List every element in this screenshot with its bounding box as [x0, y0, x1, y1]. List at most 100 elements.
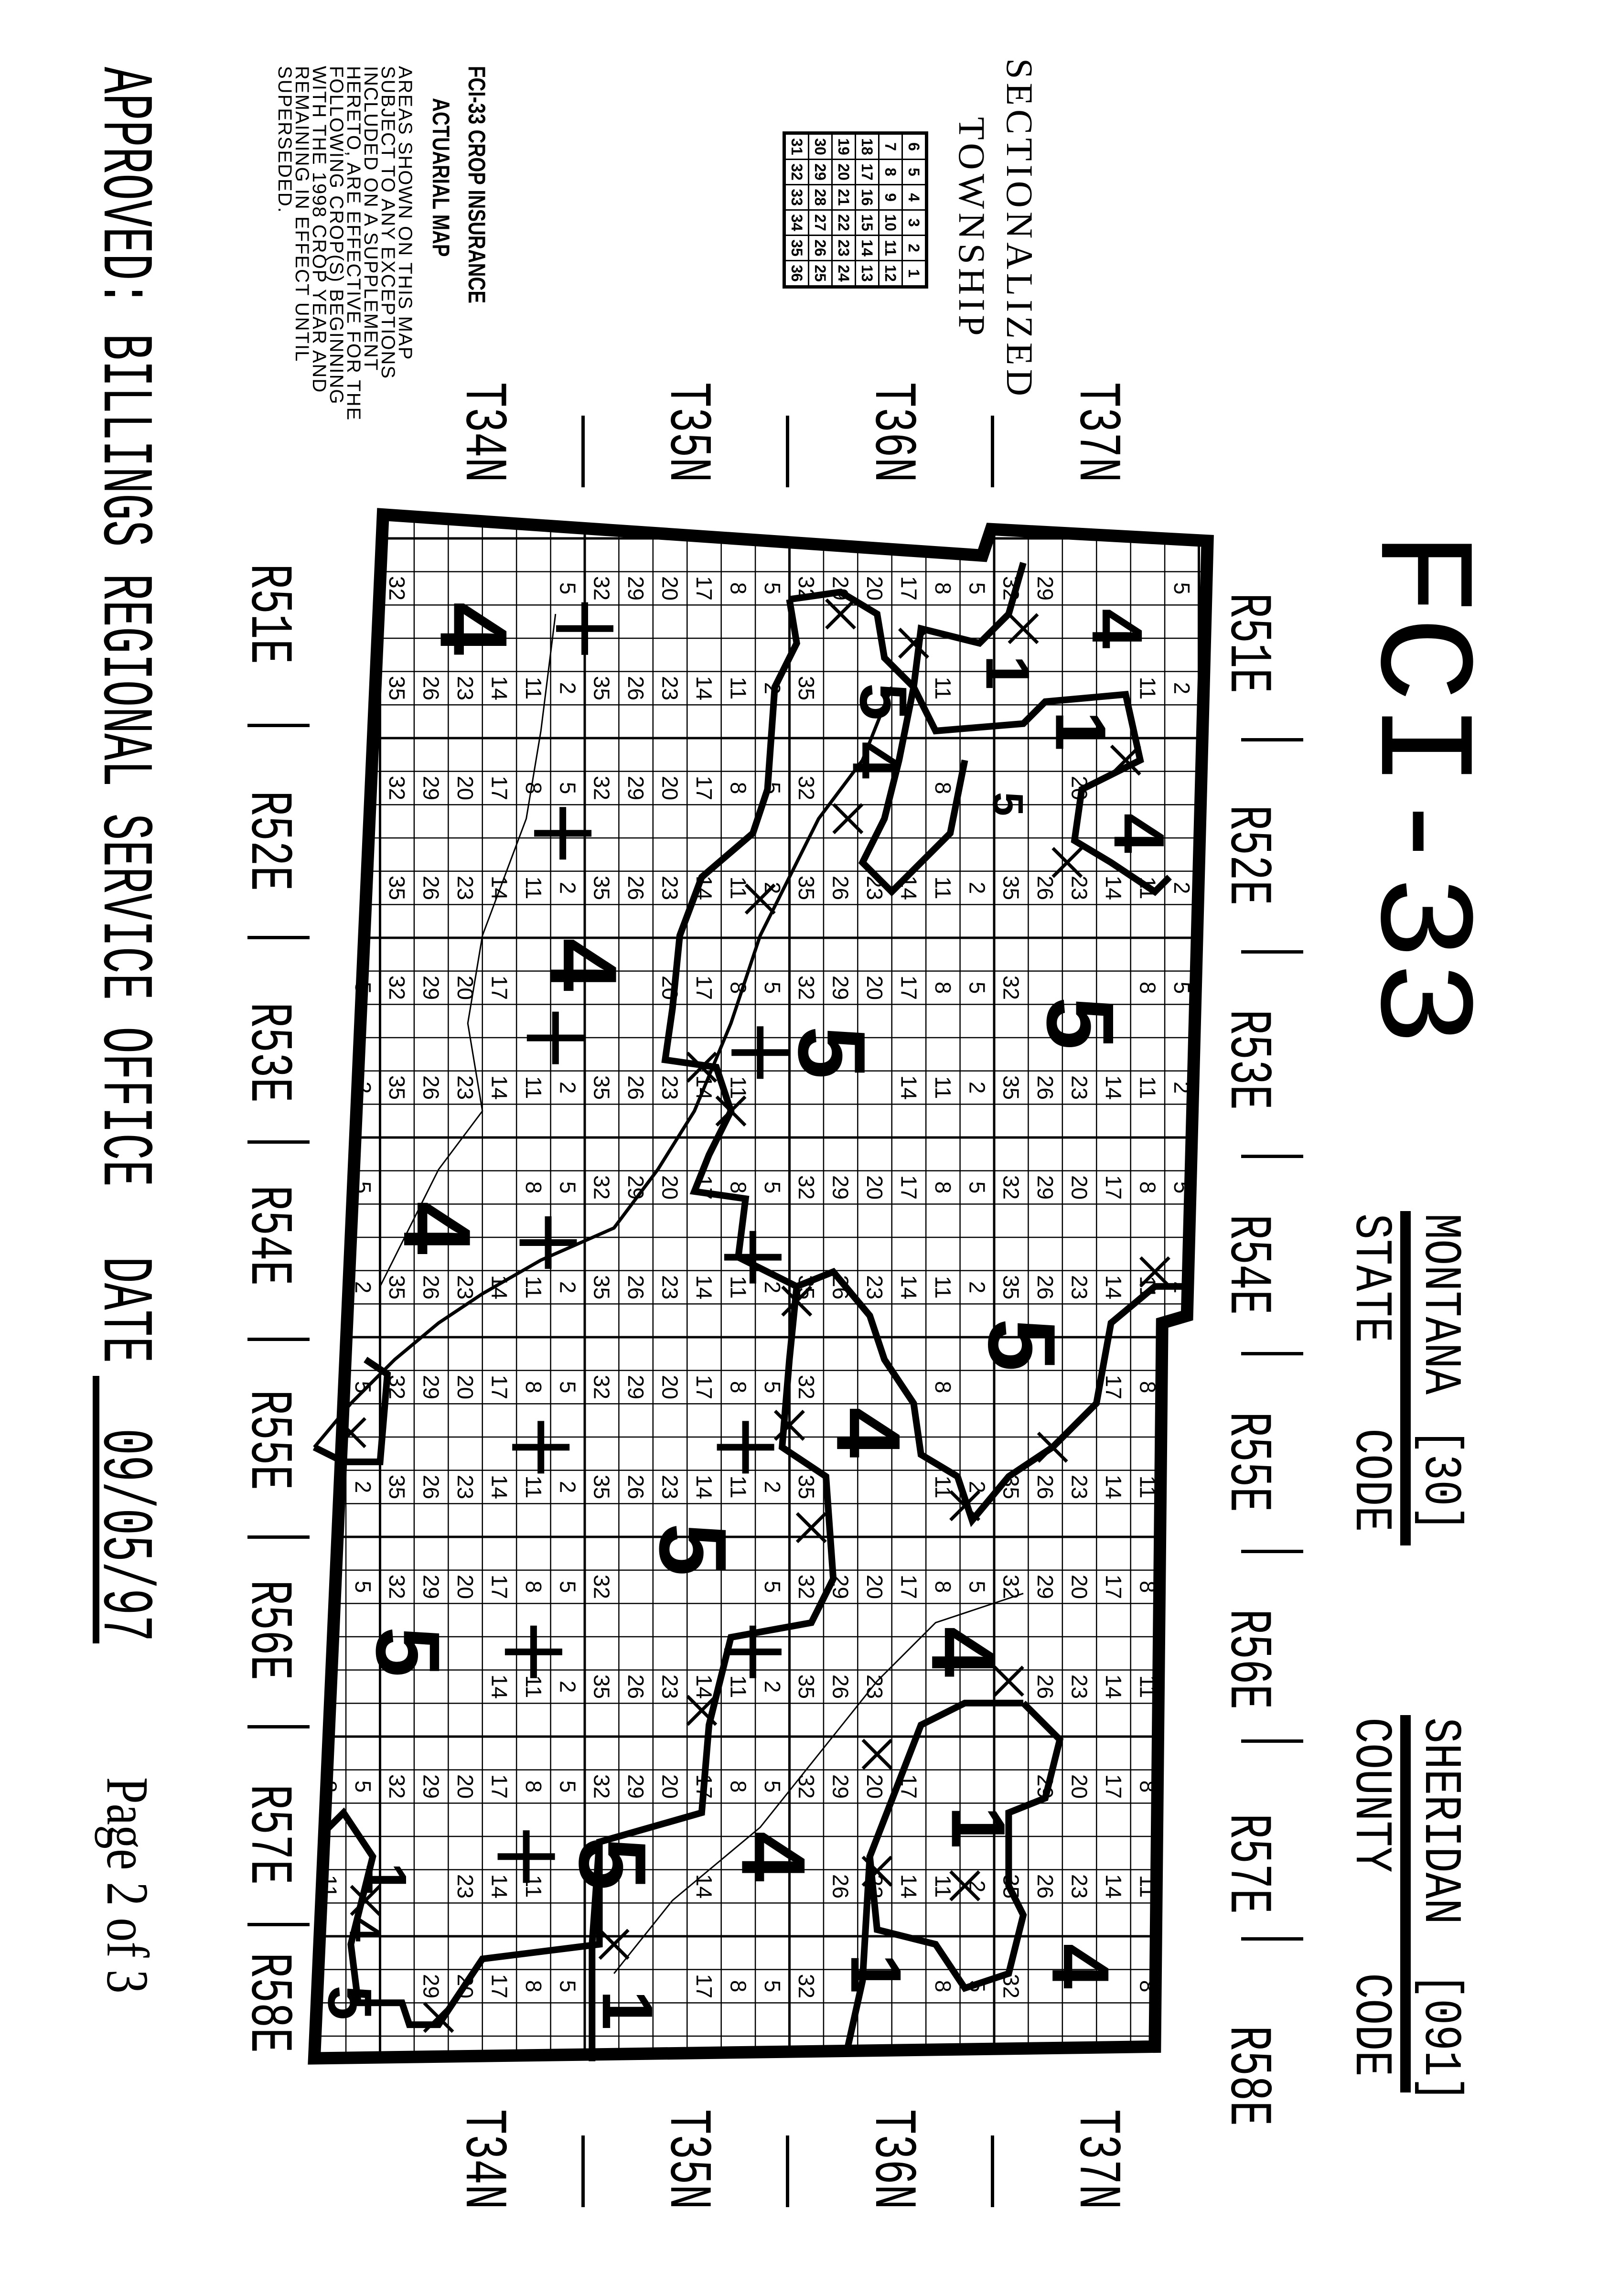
state-code-label: CODE [1341, 1428, 1400, 1532]
section-number: 26 [1033, 876, 1058, 900]
rating-zone-label: 4 [420, 602, 527, 655]
boundary-x-marker [861, 1738, 893, 1770]
section-number: 2 [760, 1681, 785, 1693]
section-number: 29 [419, 1575, 444, 1599]
range-label-top: R57E [1213, 1813, 1281, 1914]
section-number: 2 [965, 1082, 989, 1094]
section-number: 35 [999, 876, 1024, 900]
legend-section-cell: 14 [855, 235, 879, 261]
legend-section-cell: 15 [855, 210, 879, 236]
section-number: 32 [999, 976, 1024, 1000]
notes-line: SUPERSEDED. [274, 66, 295, 214]
section-number: 32 [590, 1175, 614, 1200]
section-number: 32 [590, 1774, 614, 1799]
section-number: 29 [419, 1974, 444, 1998]
rating-zone-label: 5 [315, 1985, 385, 2020]
section-number: 26 [1033, 1475, 1058, 1499]
range-label-bottom: R53E [234, 1002, 302, 1103]
section-number: 26 [623, 1475, 648, 1499]
township-label-left: T35N [653, 382, 721, 483]
section-number: 5 [351, 1581, 375, 1593]
section-number: 11 [931, 1875, 955, 1898]
rating-zone-boundary [844, 1856, 873, 2048]
section-number: 8 [521, 1581, 546, 1593]
section-number: 23 [1067, 876, 1092, 900]
section-number: 8 [931, 582, 955, 595]
boundary-tick [247, 724, 310, 727]
township-label-right: T34N [449, 2109, 516, 2210]
section-number: 8 [726, 1980, 751, 1993]
section-number: 17 [896, 1175, 921, 1200]
section-number: 17 [1101, 1375, 1126, 1399]
boundary-x-marker [686, 1695, 718, 1726]
legend-section-cell: 7 [879, 133, 902, 160]
section-number: 5 [965, 982, 989, 994]
section-number: 20 [862, 1575, 887, 1599]
section-number: 20 [658, 1774, 683, 1799]
section-number: 5 [965, 1181, 989, 1194]
township-center-cross [724, 1625, 782, 1678]
township-center-cross [556, 602, 613, 655]
section-number: 35 [590, 1674, 614, 1699]
legend-section-cell: 10 [879, 210, 902, 236]
section-number: 35 [794, 876, 819, 900]
rating-zone-label: 1 [588, 1990, 668, 2030]
notes-line: FOLLOWING CROP(S) BEGINNING [326, 66, 347, 405]
rating-zone-label: 5 [559, 1837, 665, 1890]
river [313, 686, 893, 1448]
section-number: 29 [828, 1175, 853, 1200]
section-number: 17 [692, 776, 717, 800]
boundary-x-marker [686, 1051, 718, 1083]
rating-zone-label: 1 [836, 1953, 916, 1993]
township-center-cross [526, 1011, 584, 1064]
section-number: 11 [521, 677, 546, 700]
section-number: 2 [351, 1481, 375, 1493]
section-number: 32 [590, 1575, 614, 1599]
section-number: 32 [590, 1375, 614, 1399]
section-number: 17 [692, 1974, 717, 1998]
boundary-x-marker [795, 1512, 827, 1544]
section-number: 32 [794, 976, 819, 1000]
section-number: 26 [419, 1075, 444, 1100]
legend-section-cell: 5 [902, 159, 927, 185]
section-number: 2 [1169, 682, 1194, 695]
legend-section-cell: 21 [832, 184, 856, 210]
section-number: 5 [1169, 582, 1194, 595]
section-number: 11 [726, 1076, 751, 1099]
range-label-bottom: R57E [234, 1784, 302, 1885]
legend-subheading: TOWNSHIP [951, 117, 993, 340]
township-label-right: T35N [653, 2109, 721, 2210]
notes-line: INCLUDED ON A SUPPLEMENT [360, 66, 381, 372]
section-number: 23 [453, 876, 478, 900]
section-number: 14 [487, 676, 512, 700]
legend-section-cell: 32 [784, 159, 809, 185]
section-number: 32 [385, 1774, 409, 1799]
legend-section-cell: 13 [855, 260, 879, 287]
section-number: 5 [760, 1181, 785, 1194]
boundary-x-marker [1110, 744, 1141, 776]
section-number: 26 [623, 1674, 648, 1699]
section-number: 32 [385, 776, 409, 800]
boundary-x-marker [781, 1285, 813, 1317]
legend-section-cell: 9 [879, 184, 902, 210]
section-number: 17 [896, 1575, 921, 1599]
section-number: 32 [794, 776, 819, 800]
section-number: 29 [623, 1375, 648, 1399]
section-number: 8 [931, 1381, 955, 1394]
section-number: 17 [487, 776, 512, 800]
section-number: 35 [590, 1475, 614, 1499]
boundary-x-marker [773, 1410, 805, 1441]
section-number: 8 [931, 1980, 955, 1993]
section-number: 32 [385, 976, 409, 1000]
section-number: 8 [521, 1980, 546, 1993]
boundary-x-marker [861, 1856, 893, 1887]
section-number: 11 [521, 877, 546, 900]
section-number: 35 [385, 876, 409, 900]
legend-section-cell: 4 [902, 184, 927, 210]
legend-section-cell: 22 [832, 210, 856, 236]
boundary-tick [1241, 1550, 1303, 1553]
rating-zone-label: 4 [384, 1202, 490, 1255]
creek [379, 614, 557, 1287]
section-number: 11 [521, 1675, 546, 1698]
